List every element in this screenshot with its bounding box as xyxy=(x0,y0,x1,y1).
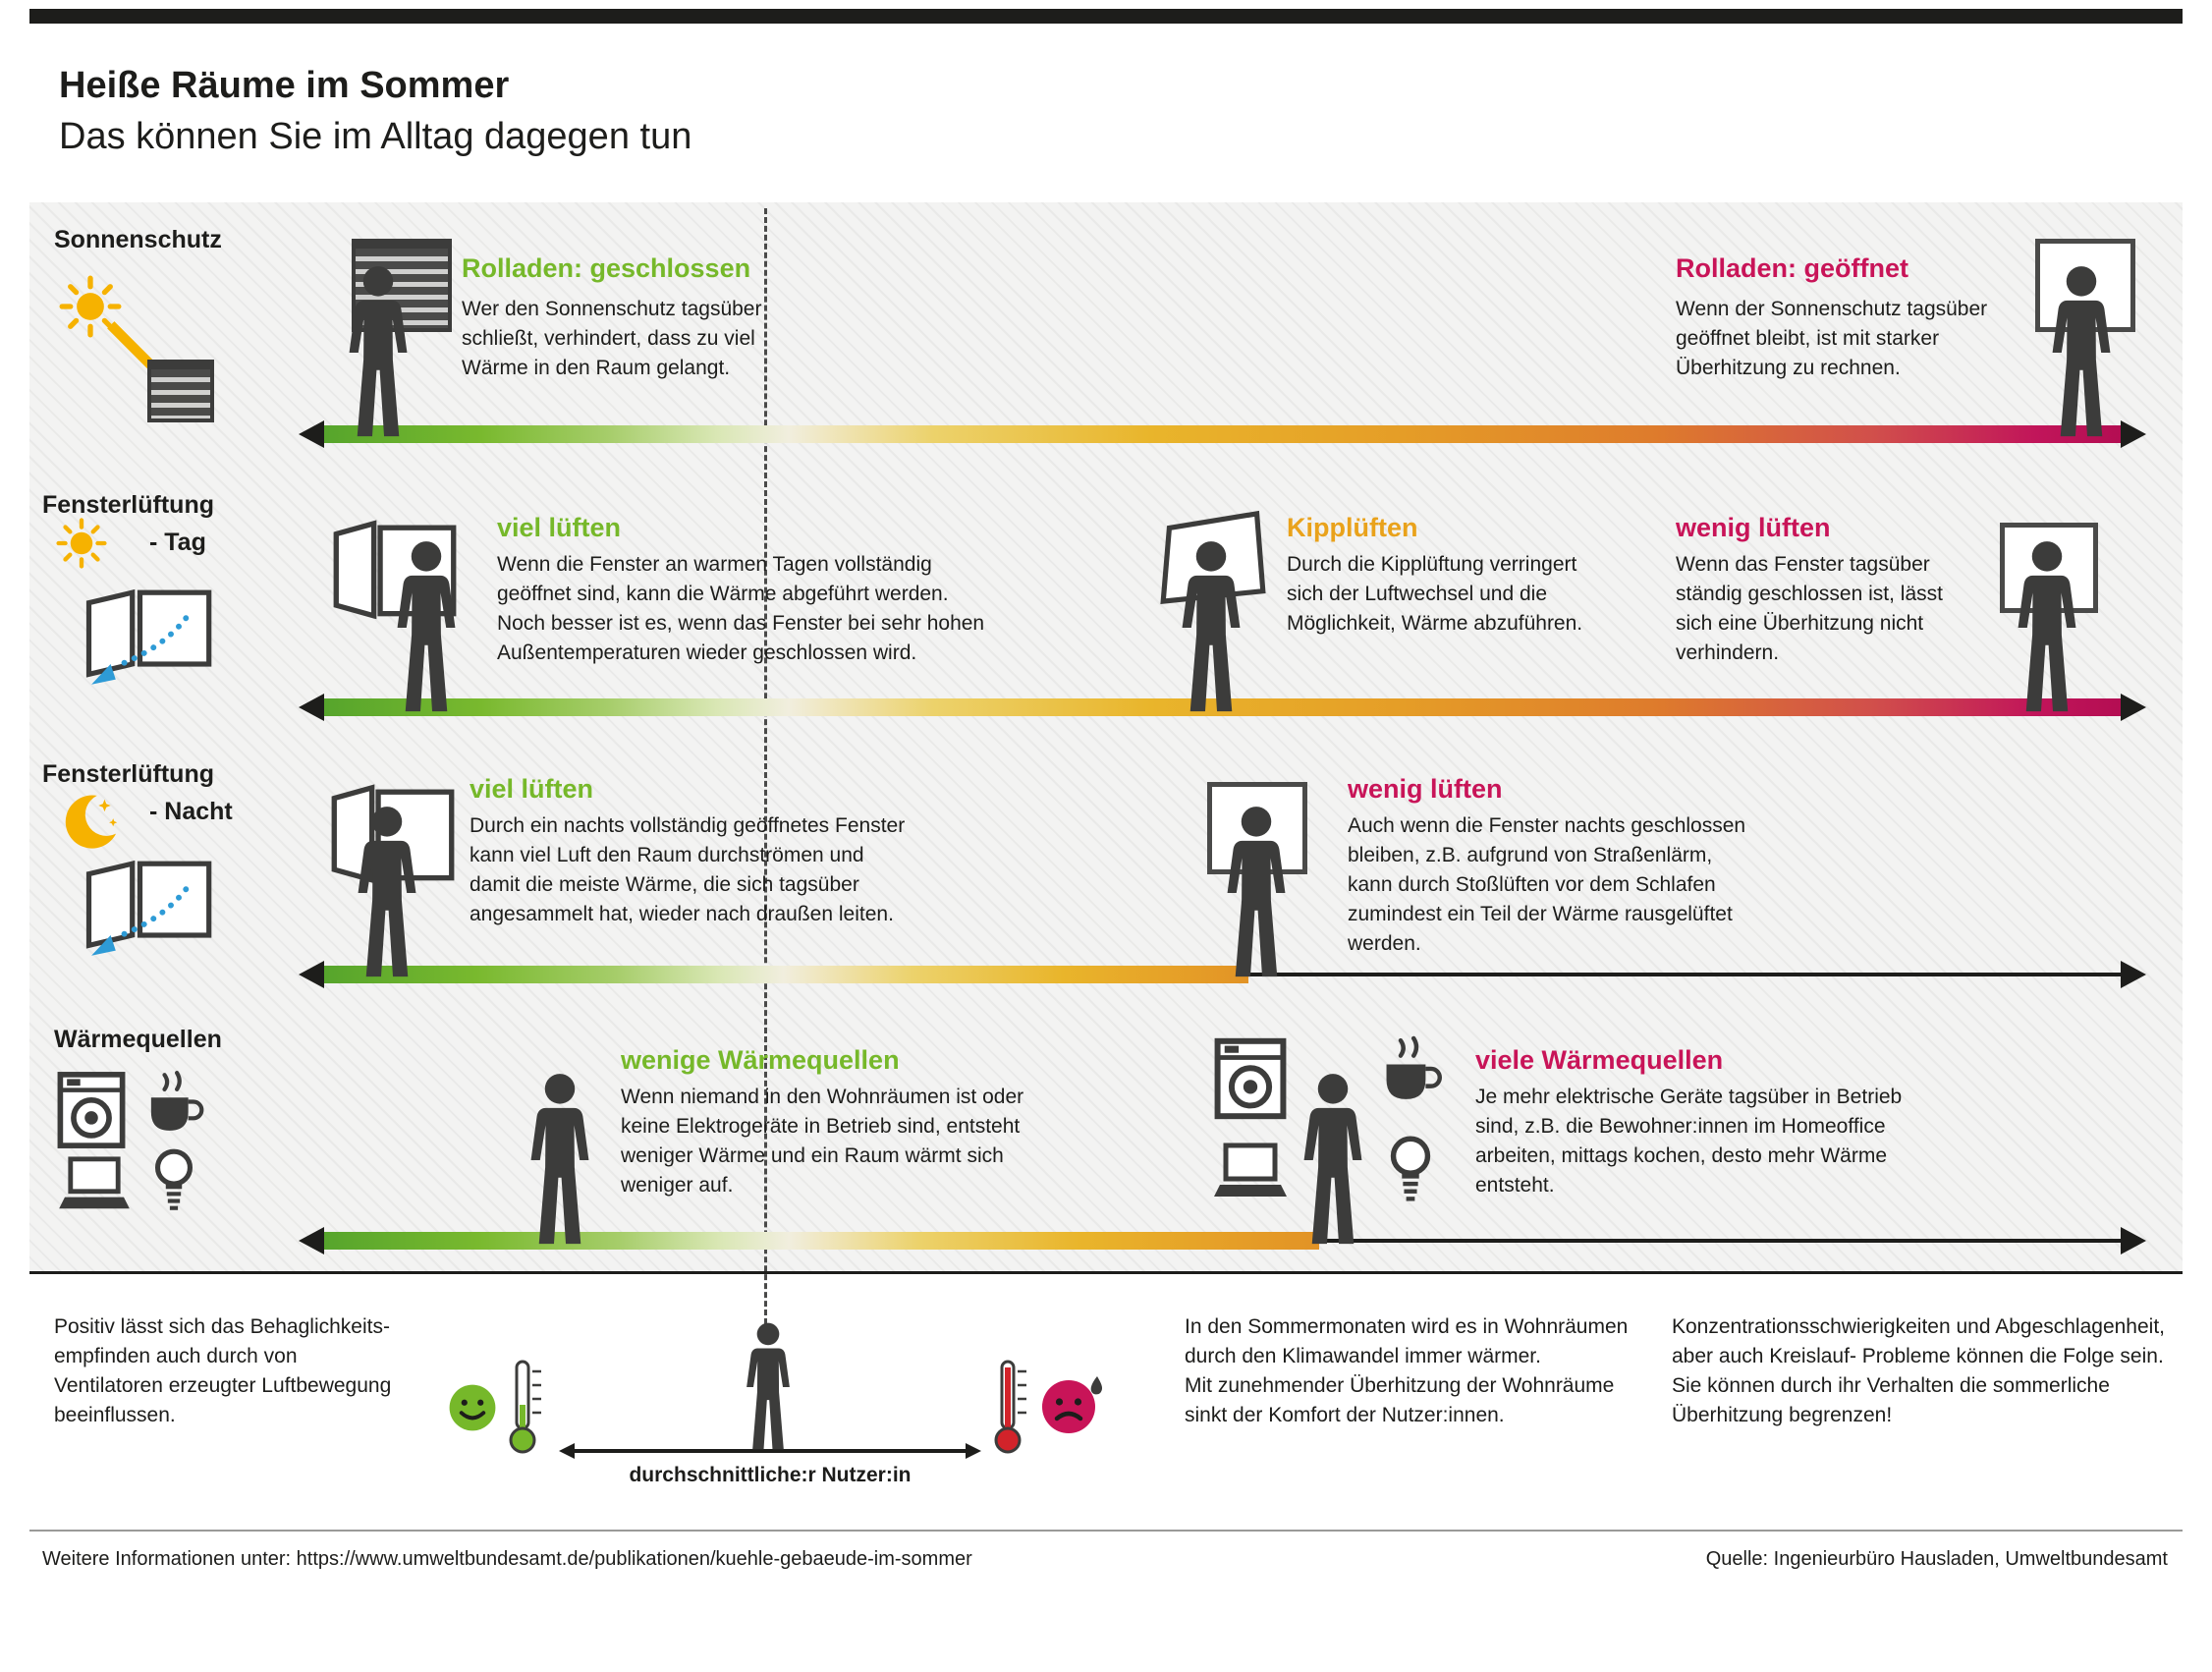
coffee-mug-icon xyxy=(1381,1035,1442,1124)
arrowhead-right-icon xyxy=(2121,1227,2146,1254)
arrowhead-right-icon xyxy=(966,1443,981,1459)
person-icon xyxy=(1303,1074,1362,1245)
arrowhead-right-icon xyxy=(2121,420,2146,448)
gradient-scale-sonnenschutz xyxy=(299,418,2146,451)
happy-face-icon xyxy=(449,1384,496,1431)
arrowhead-left-icon xyxy=(299,1227,324,1254)
text-rolladen-geschlossen: Wer den Sonnenschutz tagsüber schließt, … xyxy=(462,298,762,379)
laptop-icon xyxy=(57,1155,132,1214)
heading-viel-lueften-tag: viel lüften xyxy=(497,513,622,542)
text-wenig-lueften-tag: Wenn das Fenster tagsüber ständig geschl… xyxy=(1676,553,1943,664)
ventilator-note: Positiv lässt sich das Behaglichkeits- e… xyxy=(54,1315,392,1426)
person-icon xyxy=(747,1322,790,1450)
comfort-scale-arrow xyxy=(559,1443,981,1459)
person-icon xyxy=(349,266,408,437)
arrowhead-right-icon xyxy=(2121,694,2146,721)
gradient-bar xyxy=(318,1232,1319,1250)
gradient-scale-nacht xyxy=(299,958,2146,991)
gradient-bar xyxy=(318,966,1248,983)
arrowhead-right-icon xyxy=(2121,961,2146,988)
moon-icon xyxy=(65,795,118,849)
row-label-fensterlueftung-nacht: Fensterlüftung xyxy=(42,760,214,788)
page-subtitle: Das können Sie im Alltag dagegen tun xyxy=(59,116,692,157)
row-label-sonnenschutz: Sonnenschutz xyxy=(54,226,222,253)
arrowhead-left-icon xyxy=(299,961,324,988)
gradient-bar xyxy=(318,425,2127,443)
heading-wenig-lueften-tag: wenig lüften xyxy=(1676,513,1831,542)
text-wenige-waermequellen: Wenn niemand in den Wohnräumen ist oder … xyxy=(621,1086,1024,1197)
coffee-mug-icon xyxy=(145,1071,204,1153)
footer-divider xyxy=(29,1530,2183,1532)
heading-rolladen-geschlossen: Rolladen: geschlossen xyxy=(462,253,751,283)
section-divider xyxy=(29,1271,2183,1274)
arrowhead-left-icon xyxy=(559,1443,575,1459)
footer-source: Quelle: Ingenieurbüro Hausladen, Umweltb… xyxy=(1705,1548,2168,1570)
average-user-label: durchschnittliche:r Nutzer:in xyxy=(629,1464,912,1486)
heading-viele-waermequellen: viele Wärmequellen xyxy=(1475,1045,1724,1075)
text-viel-lueften-nacht: Durch ein nachts vollständig geöffnetes … xyxy=(470,814,906,925)
page-title: Heiße Räume im Sommer xyxy=(59,65,510,106)
heading-rolladen-geoeffnet: Rolladen: geöffnet xyxy=(1676,253,1908,283)
text-wenig-lueften-nacht: Auch wenn die Fenster nachts geschlossen… xyxy=(1348,814,1746,955)
footer-info: Weitere Informationen unter: https://www… xyxy=(42,1548,972,1570)
heading-kipplueften: Kipplüften xyxy=(1287,513,1418,542)
row-label-fensterlueftung-tag: Fensterlüftung xyxy=(42,491,214,519)
sad-face-icon xyxy=(1042,1376,1103,1433)
window-ventilation-icon xyxy=(75,587,218,690)
text-rolladen-geoeffnet: Wenn der Sonnenschutz tagsüber geöffnet … xyxy=(1676,298,1988,379)
person-icon xyxy=(1182,541,1241,712)
scale-line xyxy=(571,1449,969,1453)
arrowhead-left-icon xyxy=(299,420,324,448)
heading-viel-lueften-nacht: viel lüften xyxy=(470,774,594,804)
person-icon xyxy=(530,1074,589,1245)
health-note: Konzentrationsschwierigkeiten und Abgesc… xyxy=(1672,1315,2166,1426)
washing-machine-icon xyxy=(57,1071,126,1149)
top-bar xyxy=(29,9,2183,24)
window-ventilation-icon xyxy=(75,859,218,961)
text-viele-waermequellen: Je mehr elektrische Geräte tagsüber in B… xyxy=(1475,1086,1903,1197)
person-icon xyxy=(1227,807,1286,977)
text-viel-lueften-tag: Wenn die Fenster an warmen Tagen vollstä… xyxy=(497,553,985,664)
light-bulb-icon xyxy=(151,1145,196,1218)
row-sublabel-tag: - Tag xyxy=(149,529,206,556)
average-user-dashed-line xyxy=(764,208,767,1324)
climate-note: In den Sommermonaten wird es in Wohnräum… xyxy=(1185,1315,1629,1426)
person-icon xyxy=(397,541,456,712)
row-sublabel-nacht: - Nacht xyxy=(149,798,233,825)
row-label-waermequellen: Wärmequellen xyxy=(54,1026,222,1053)
thermometer-hot-icon xyxy=(994,1360,1026,1454)
heading-wenige-waermequellen: wenige Wärmequellen xyxy=(621,1045,900,1075)
thermometer-cool-icon xyxy=(509,1360,541,1454)
heading-wenig-lueften-nacht: wenig lüften xyxy=(1348,774,1503,804)
sun-icon xyxy=(56,518,107,569)
light-bulb-icon xyxy=(1387,1132,1434,1210)
text-kipplueften: Durch die Kipplüftung verringert sich de… xyxy=(1287,553,1583,635)
arrowhead-left-icon xyxy=(299,694,324,721)
roller-shutter-icon xyxy=(147,360,214,422)
person-icon xyxy=(358,807,416,977)
